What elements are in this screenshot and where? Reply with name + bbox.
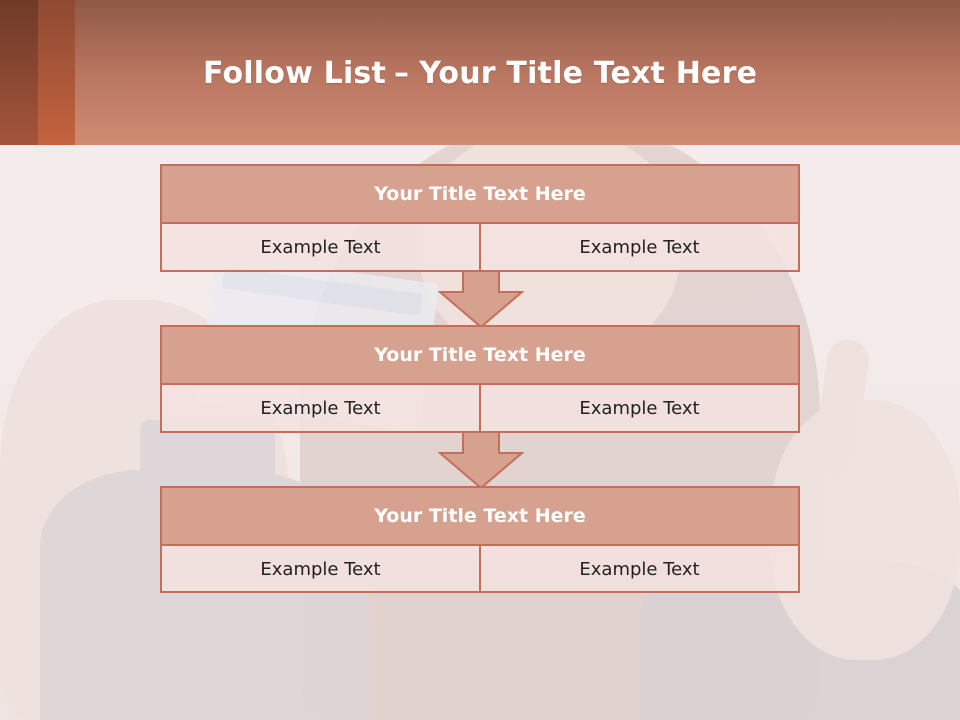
title-rest: Your Title Text Here [419, 56, 758, 91]
photo-right-hand [770, 400, 960, 660]
list-block-1[interactable]: Your Title Text Here Example Text Exampl… [160, 164, 800, 272]
title-separator: – [394, 56, 410, 91]
list-block-2[interactable]: Your Title Text Here Example Text Exampl… [160, 325, 800, 433]
title-bold: Follow List [203, 56, 387, 91]
block-row: Example Text Example Text [162, 546, 798, 592]
block-cell-right[interactable]: Example Text [479, 224, 798, 270]
block-cell-left[interactable]: Example Text [260, 558, 381, 580]
block-title[interactable]: Your Title Text Here [162, 166, 798, 224]
block-cell-left[interactable]: Example Text [260, 397, 381, 419]
list-block-3[interactable]: Your Title Text Here Example Text Exampl… [160, 486, 800, 593]
down-arrow-icon [438, 270, 524, 328]
header-accent-bar [38, 0, 75, 145]
header-accent-bar [0, 0, 38, 145]
block-row: Example Text Example Text [162, 224, 798, 270]
block-row: Example Text Example Text [162, 385, 798, 431]
page-title: Follow List–Your Title Text Here [203, 56, 757, 91]
block-title[interactable]: Your Title Text Here [162, 488, 798, 546]
block-title[interactable]: Your Title Text Here [162, 327, 798, 385]
down-arrow-icon [438, 431, 524, 489]
header-band: Follow List–Your Title Text Here [0, 0, 960, 145]
block-cell-right[interactable]: Example Text [479, 385, 798, 431]
block-cell-left[interactable]: Example Text [260, 236, 381, 258]
block-cell-right[interactable]: Example Text [479, 546, 798, 592]
